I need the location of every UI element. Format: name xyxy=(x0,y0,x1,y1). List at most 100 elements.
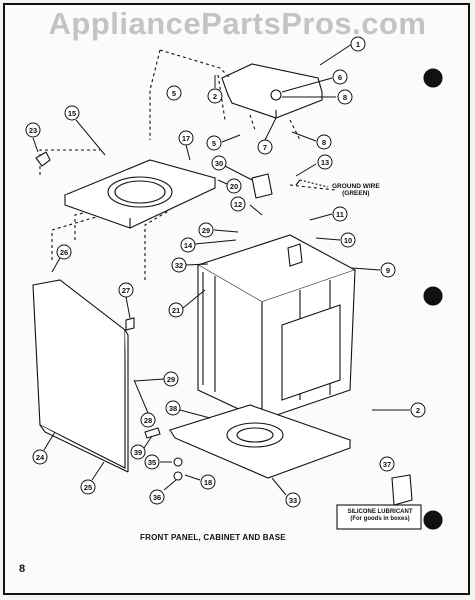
callout-2a: 2 xyxy=(207,75,223,104)
callout-9: 9 xyxy=(351,262,396,278)
callout-39: 39 xyxy=(130,435,153,460)
control-panel xyxy=(221,63,323,119)
callout-30: 30 xyxy=(211,155,253,181)
callout-28: 28 xyxy=(133,379,156,428)
callout-7: 7 xyxy=(257,117,277,155)
svg-text:25: 25 xyxy=(84,483,92,492)
svg-text:6: 6 xyxy=(338,73,342,82)
watermark: AppliancePartsPros.com xyxy=(48,6,427,41)
callout-33: 33 xyxy=(271,477,301,508)
ground-wire-color-text: (GREEN) xyxy=(342,190,370,197)
svg-text:21: 21 xyxy=(172,306,180,315)
callout-15: 15 xyxy=(64,105,106,156)
binder-hole-middle xyxy=(423,286,443,306)
silicone-lubricant-label: SILICONE LUBRICANT (For goods in boxes) xyxy=(339,509,421,523)
callout-12: 12 xyxy=(230,196,263,216)
callout-35: 35 xyxy=(144,454,172,470)
svg-text:1: 1 xyxy=(356,40,360,49)
svg-text:29: 29 xyxy=(202,226,210,235)
callout-8a: 8 xyxy=(282,89,353,105)
binder-hole-bottom xyxy=(423,510,443,530)
svg-text:28: 28 xyxy=(144,416,152,425)
svg-text:8: 8 xyxy=(343,93,347,102)
svg-text:17: 17 xyxy=(182,134,190,143)
silicone-lubricant-tube xyxy=(391,474,413,506)
svg-text:5: 5 xyxy=(212,139,216,148)
svg-text:10: 10 xyxy=(344,236,352,245)
silicone-title-text: SILICONE LUBRICANT xyxy=(347,509,413,515)
svg-text:2: 2 xyxy=(213,92,217,101)
svg-text:29: 29 xyxy=(167,375,175,384)
callout-23: 23 xyxy=(25,122,41,153)
svg-text:2: 2 xyxy=(416,406,420,415)
svg-text:9: 9 xyxy=(386,266,390,275)
callout-11: 11 xyxy=(309,206,348,222)
svg-text:24: 24 xyxy=(36,453,45,462)
callout-5b: 5 xyxy=(206,134,241,151)
clip-part xyxy=(35,151,51,167)
top-cover xyxy=(63,159,217,229)
svg-text:12: 12 xyxy=(234,200,242,209)
callouts: 1 2 2 5 5 6 7 8 8 9 10 11 12 13 14 15 17… xyxy=(25,36,426,508)
svg-text:27: 27 xyxy=(122,286,130,295)
svg-text:18: 18 xyxy=(204,478,212,487)
callout-2b: 2 xyxy=(372,402,426,418)
svg-text:11: 11 xyxy=(336,210,344,219)
callout-37: 37 xyxy=(379,456,395,472)
callout-26: 26 xyxy=(51,244,72,273)
silicone-note-text: (For goods in boxes) xyxy=(350,516,410,522)
svg-text:8: 8 xyxy=(322,138,326,147)
svg-text:38: 38 xyxy=(169,404,177,413)
svg-text:33: 33 xyxy=(289,496,297,505)
svg-text:37: 37 xyxy=(383,460,391,469)
leveling-leg-part xyxy=(173,471,183,481)
svg-text:39: 39 xyxy=(134,448,142,457)
svg-text:23: 23 xyxy=(29,126,37,135)
callout-21: 21 xyxy=(168,289,206,318)
callout-38: 38 xyxy=(165,400,211,419)
base xyxy=(168,404,352,479)
diagram-caption: FRONT PANEL, CABINET AND BASE xyxy=(140,533,286,542)
callout-32: 32 xyxy=(171,257,209,273)
cabinet xyxy=(196,234,357,421)
svg-text:20: 20 xyxy=(230,182,238,191)
callout-13: 13 xyxy=(295,154,333,177)
svg-text:7: 7 xyxy=(263,143,267,152)
bracket-part xyxy=(144,427,161,439)
switch-part xyxy=(251,173,273,199)
foot-part xyxy=(173,457,183,467)
callout-29b: 29 xyxy=(134,371,179,387)
svg-text:15: 15 xyxy=(68,109,76,118)
svg-text:5: 5 xyxy=(172,89,176,98)
svg-text:14: 14 xyxy=(184,241,193,250)
callout-5a: 5 xyxy=(166,85,182,101)
svg-text:26: 26 xyxy=(60,248,68,257)
callout-25: 25 xyxy=(80,461,105,495)
page-number: 8 xyxy=(19,563,26,575)
callout-10: 10 xyxy=(315,232,356,248)
silicone-label-box xyxy=(336,504,422,530)
ground-wire-text: GROUND WIRE xyxy=(332,183,380,190)
callout-6: 6 xyxy=(281,69,348,93)
callout-20: 20 xyxy=(217,178,242,194)
spring-part xyxy=(125,317,135,331)
ground-wire-label: GROUND WIRE (GREEN) xyxy=(332,183,380,197)
callout-29a: 29 xyxy=(198,222,239,238)
callout-27: 27 xyxy=(118,282,134,319)
callout-36: 36 xyxy=(149,479,177,505)
callout-18: 18 xyxy=(184,474,216,490)
svg-text:30: 30 xyxy=(215,159,223,168)
callout-14: 14 xyxy=(180,237,237,253)
binder-hole-top xyxy=(423,68,443,88)
callout-24: 24 xyxy=(32,431,56,465)
front-panel xyxy=(32,279,129,473)
svg-text:35: 35 xyxy=(148,458,156,467)
callout-8b: 8 xyxy=(291,131,332,150)
svg-text:32: 32 xyxy=(175,261,183,270)
callout-1: 1 xyxy=(319,36,366,66)
svg-text:36: 36 xyxy=(153,493,161,502)
svg-text:13: 13 xyxy=(321,158,329,167)
callout-17: 17 xyxy=(178,130,194,161)
